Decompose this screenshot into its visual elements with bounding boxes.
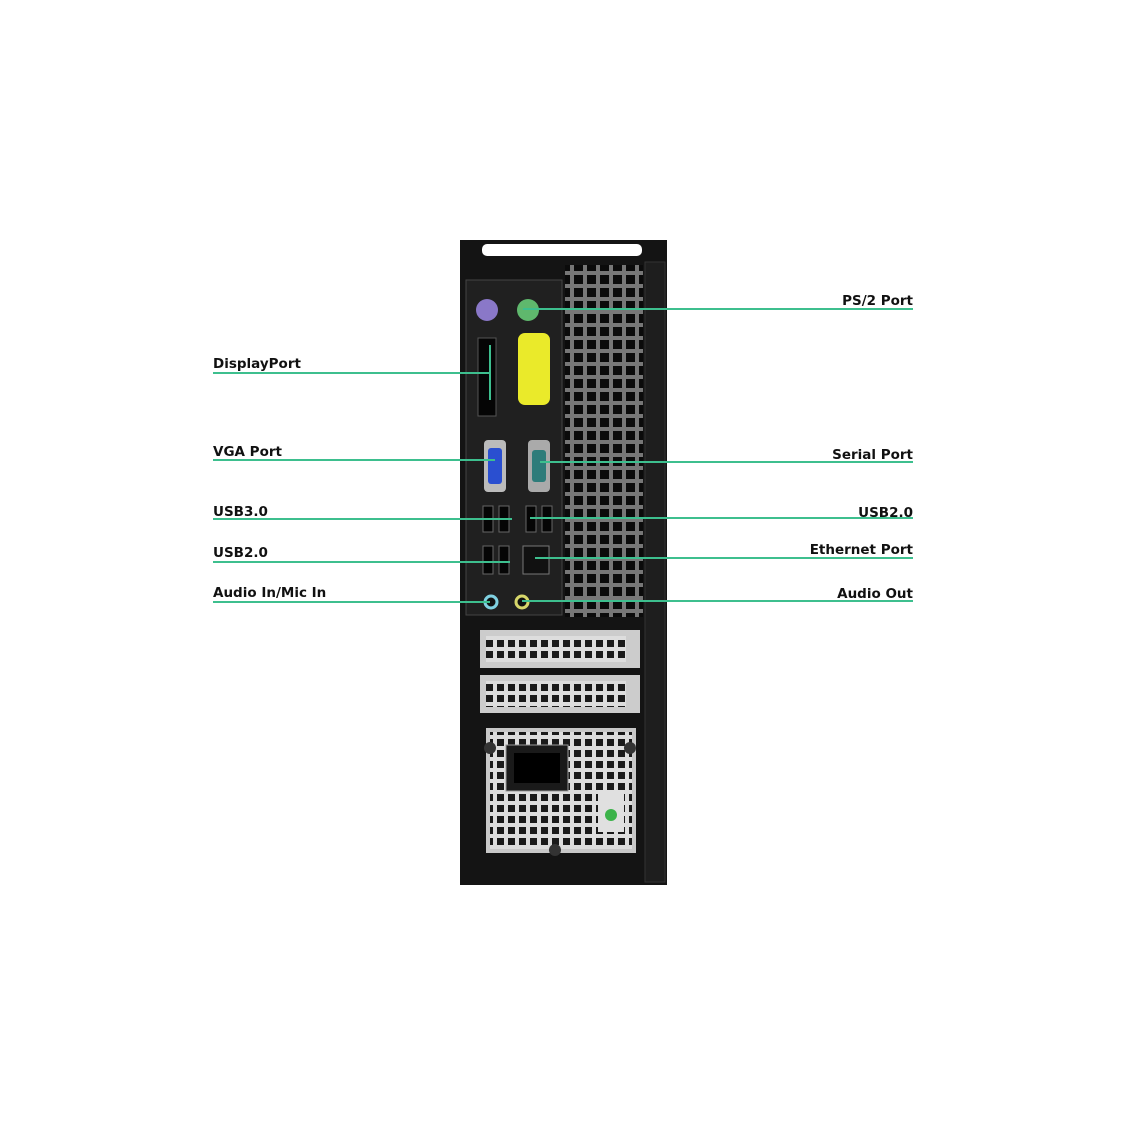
- power-led-indicator: [605, 809, 617, 821]
- label-audio-in: Audio In/Mic In: [213, 585, 327, 601]
- label-ps2-port: PS/2 Port: [842, 293, 913, 309]
- ethernet-port: [522, 545, 550, 575]
- label-serial-port: Serial Port: [832, 447, 913, 463]
- label-usb3: USB3.0: [213, 504, 268, 520]
- label-usb2-left: USB2.0: [213, 545, 268, 561]
- label-audio-out: Audio Out: [837, 586, 913, 602]
- label-ethernet-port: Ethernet Port: [809, 542, 913, 558]
- label-displayport: DisplayPort: [213, 356, 301, 372]
- vent-grille: [565, 265, 643, 617]
- displayport-connectors: [477, 337, 497, 417]
- callout-lines: [213, 308, 913, 603]
- ps2-mouse-port: [476, 299, 498, 321]
- label-usb2-right: USB2.0: [858, 505, 913, 521]
- label-vga-port: VGA Port: [213, 444, 282, 460]
